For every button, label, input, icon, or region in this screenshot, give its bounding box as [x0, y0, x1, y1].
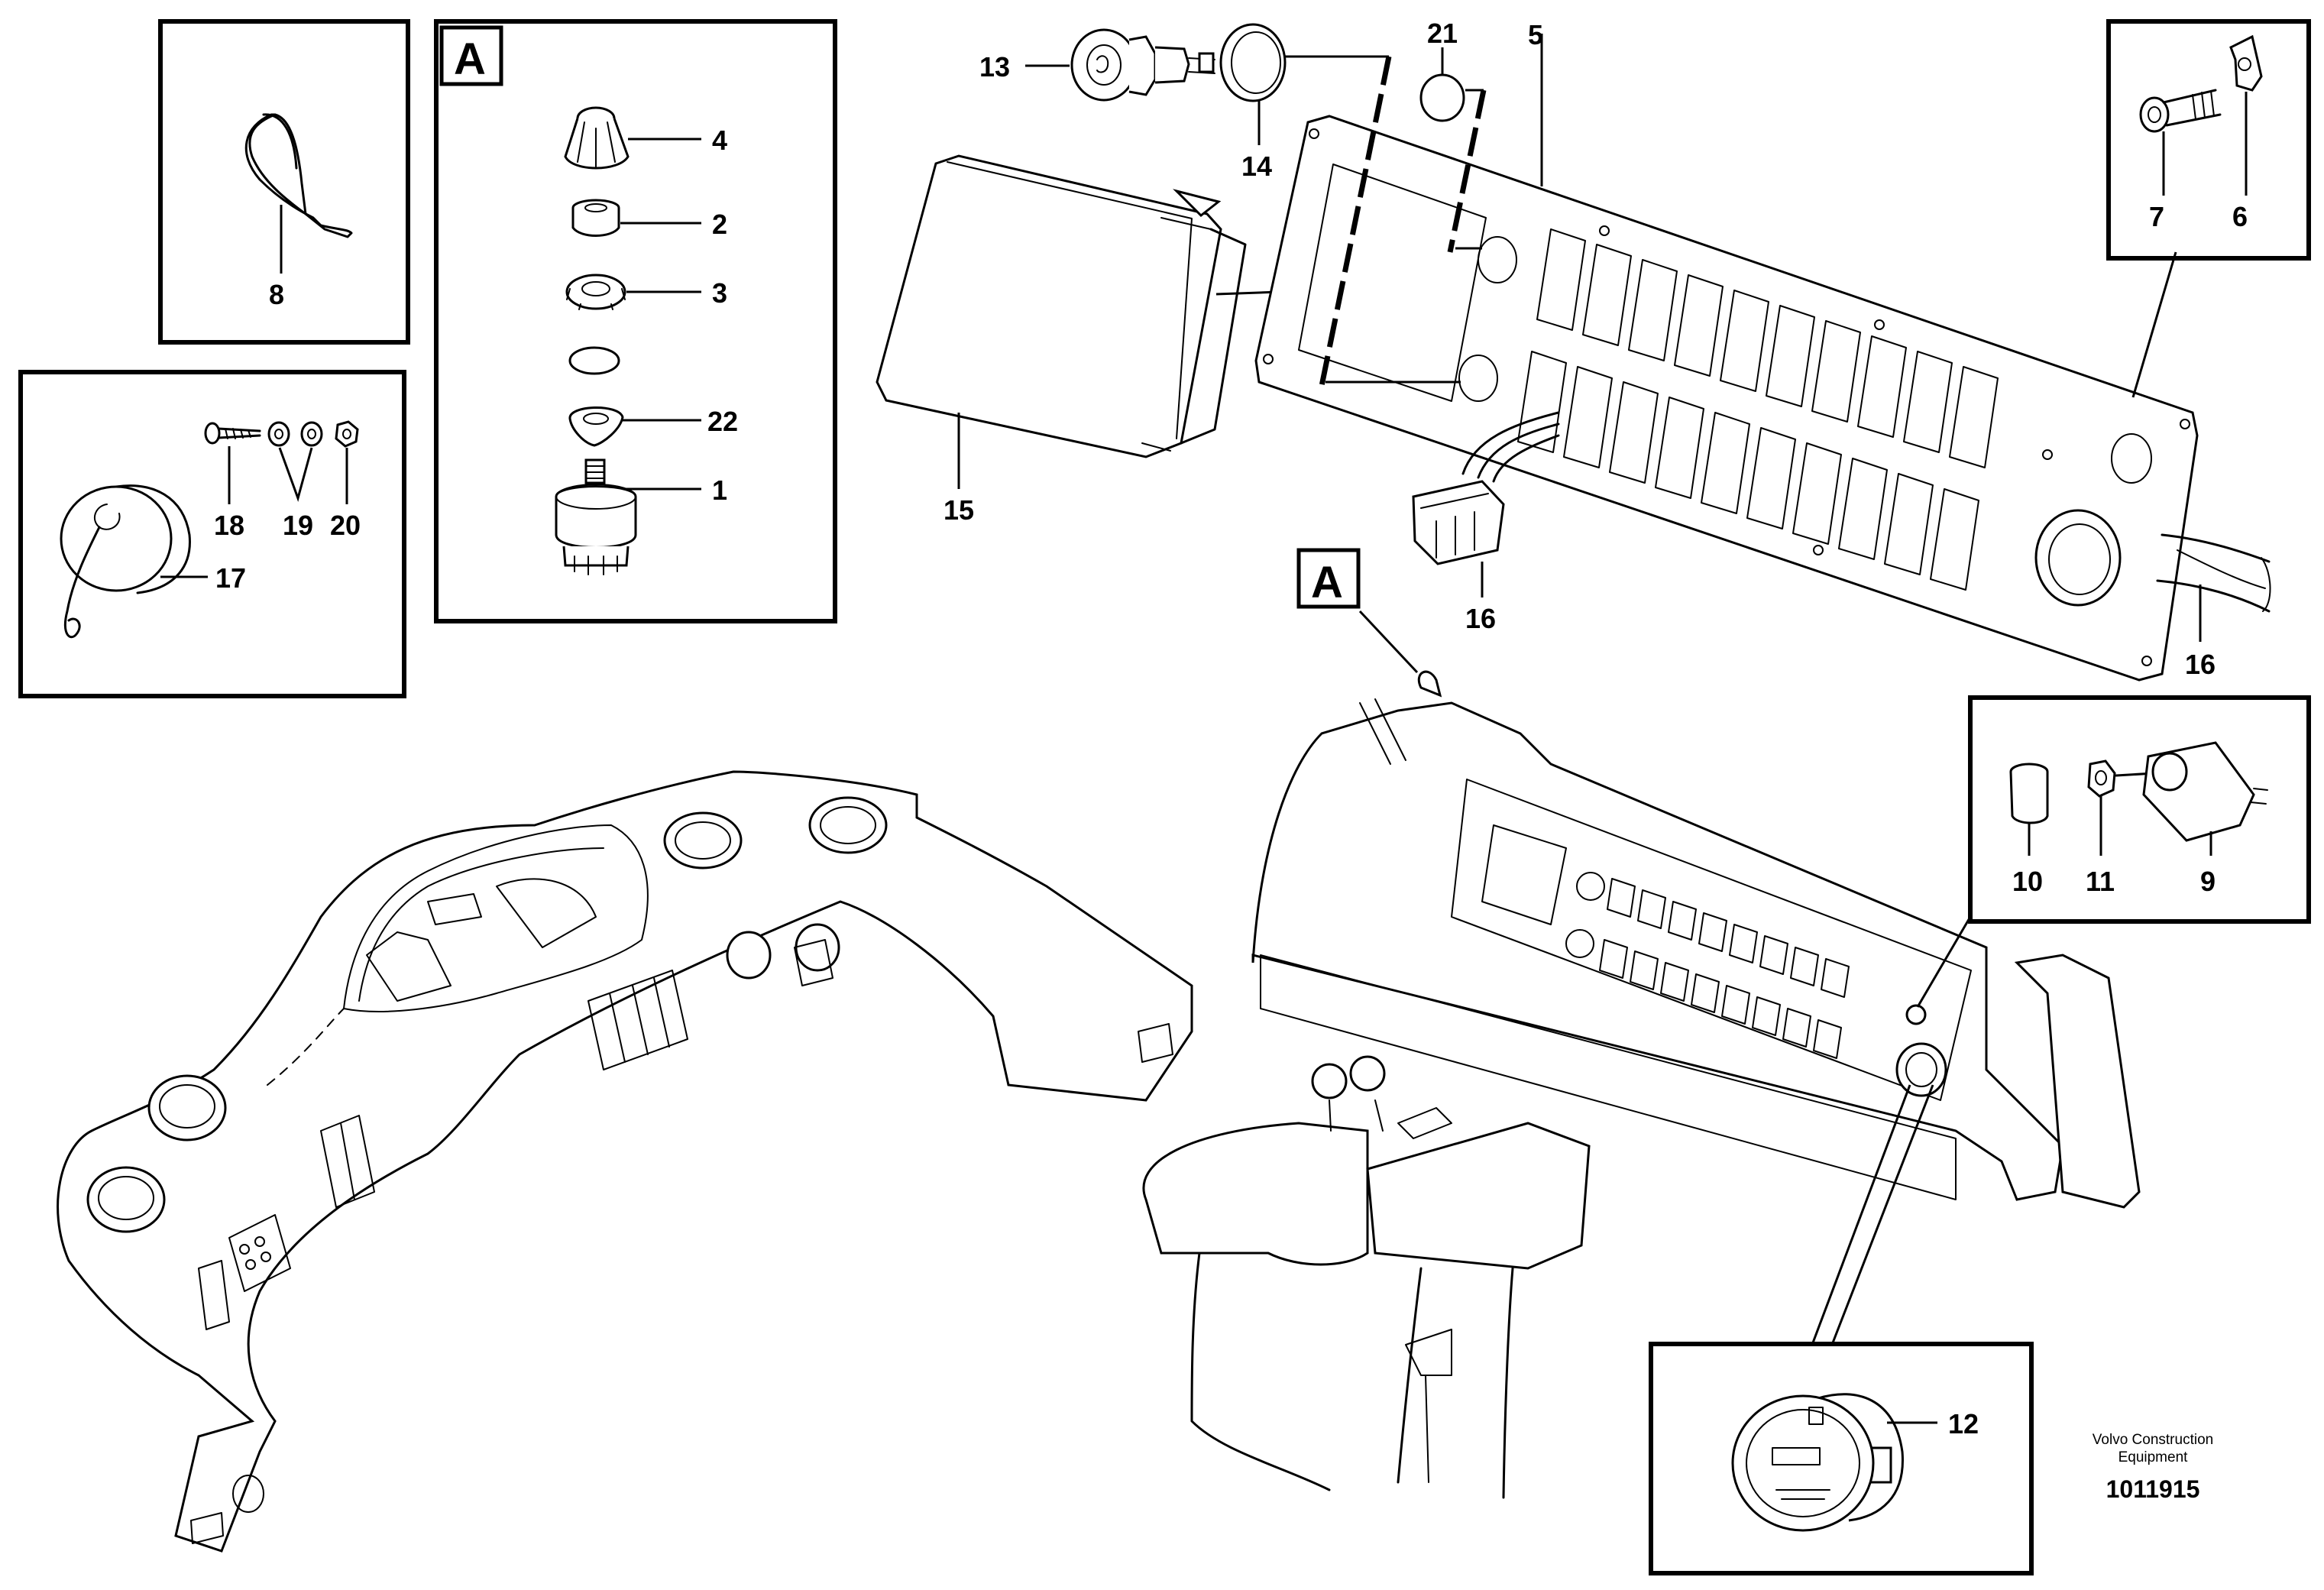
detail-a-tag-main: A: [1311, 558, 1343, 607]
callout-9: 9: [2200, 866, 2216, 897]
right-cab-console-assembly: [1142, 670, 2141, 1499]
panel-switch-cutouts: [1517, 228, 1999, 591]
nut-part-2: [571, 199, 620, 237]
document-number: 1011915: [2106, 1475, 2200, 1503]
brand-line-1: Volvo Construction: [2093, 1432, 2213, 1448]
nut-part-11: [2087, 759, 2116, 798]
clip-nut-part-6: [2229, 34, 2263, 92]
alignment-dash-left: [1319, 56, 1392, 387]
callout-8: 8: [269, 279, 284, 310]
callout-20: 20: [330, 510, 361, 541]
callout-16-left: 16: [1465, 603, 1496, 634]
switch-panel-part-5: [1254, 115, 2199, 682]
callout-17: 17: [215, 562, 246, 594]
callout-6: 6: [2232, 201, 2248, 232]
detail-a-tag-frame: [439, 25, 503, 86]
callout-2: 2: [712, 209, 727, 240]
inset-box-cap: [18, 370, 406, 698]
console-switch-row: [1599, 878, 1850, 1059]
leader-screw-inset: [2131, 251, 2177, 398]
leader-gauge-inset-b: [1830, 1084, 1934, 1346]
callout-10: 10: [2012, 866, 2043, 897]
callout-21: 21: [1427, 18, 1458, 49]
cable-tie-part: [244, 113, 353, 274]
inset-box-detail-a: [434, 19, 837, 623]
screw-part-18: [204, 422, 261, 445]
leader-gauge-inset-a: [1811, 1084, 1911, 1346]
blanking-plug-part-21: [1419, 73, 1465, 122]
inset-box-cable-tie: [158, 19, 410, 345]
detail-a-tag-inset: A: [454, 34, 486, 84]
callout-14: 14: [1241, 151, 1272, 182]
callout-1: 1: [712, 474, 727, 506]
power-socket-part-13: [1070, 28, 1215, 102]
cap-part-17: [60, 484, 191, 639]
left-dashboard-assembly: [57, 770, 1193, 1553]
callout-16-right: 16: [2185, 649, 2216, 680]
rotary-switch-part-1: [555, 458, 637, 575]
callout-3: 3: [712, 277, 727, 309]
detail-a-tag-main-frame: [1296, 548, 1361, 609]
washers-part-19: [267, 421, 323, 447]
callout-22: 22: [707, 406, 738, 437]
inset-box-gauge: [1649, 1342, 2034, 1575]
leader-switch-inset: [1916, 916, 1972, 1008]
inset-box-switch: [1968, 695, 2311, 924]
wiring-harness-part-16-right: [2156, 533, 2271, 613]
callout-19: 19: [283, 510, 313, 541]
hour-meter-part-12: [1731, 1393, 1904, 1532]
callout-18: 18: [214, 510, 244, 541]
display-module-part-15: [876, 154, 1247, 458]
callout-5: 5: [1528, 19, 1543, 50]
washer-part-22: [568, 406, 624, 447]
wiring-harness-part-16-left: [1412, 411, 1560, 565]
callout-12: 12: [1948, 1408, 1979, 1439]
callout-13: 13: [979, 51, 1010, 83]
callout-15: 15: [944, 494, 974, 526]
toggle-switch-part-9: [2115, 741, 2268, 842]
knob-part-10: [2009, 763, 2049, 824]
mounting-ring-part-14: [1219, 23, 1287, 102]
screw-part-7: [2139, 89, 2222, 133]
lockwasher-part-3: [565, 274, 626, 310]
nut-part-20: [335, 420, 359, 448]
leader-detail-a: [1358, 610, 1419, 674]
brand-line-2: Equipment: [2118, 1449, 2189, 1465]
callout-7: 7: [2149, 201, 2164, 232]
callout-11: 11: [2086, 866, 2115, 897]
alignment-dash-right: [1447, 89, 1487, 253]
inset-box-screw-clip: [2106, 19, 2311, 261]
o-ring-part: [568, 346, 620, 375]
callout-4: 4: [712, 125, 727, 156]
knob-part-4: [564, 106, 630, 170]
